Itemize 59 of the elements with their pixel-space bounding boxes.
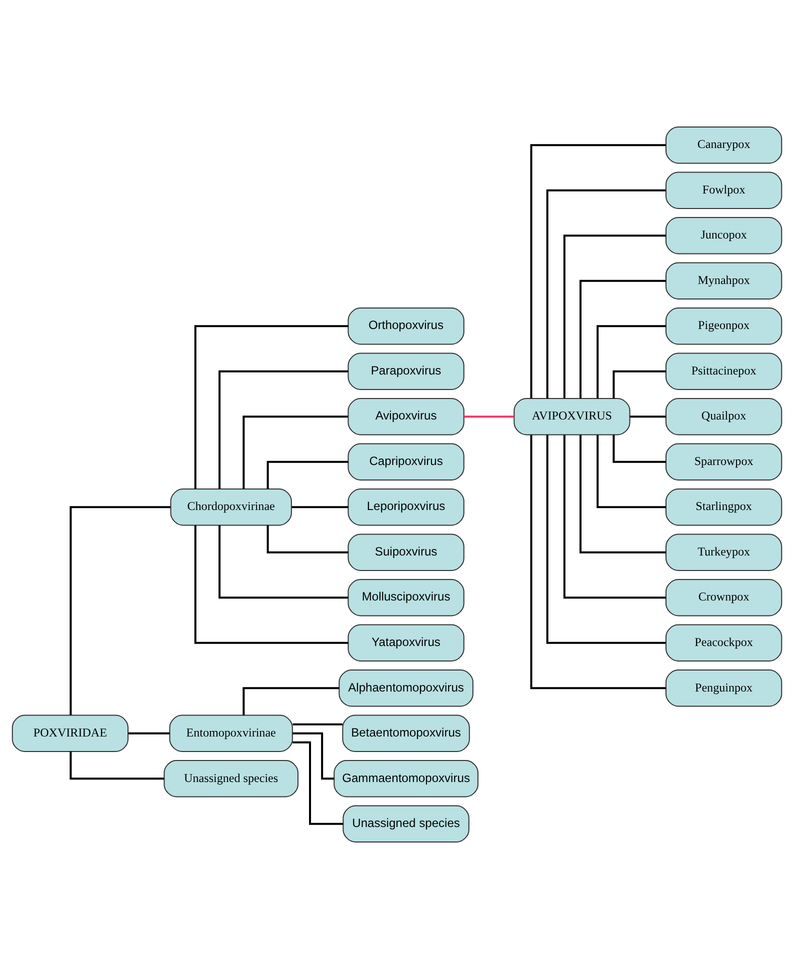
connector: [580, 280, 666, 398]
connector: [596, 434, 666, 508]
connector: [546, 189, 666, 398]
node-box: Peacockpox: [665, 624, 782, 662]
connector: [218, 370, 348, 489]
node-box: Turkeypox: [665, 534, 782, 571]
node-box: Juncopox: [665, 217, 782, 254]
connector: [630, 416, 666, 418]
node-box: Leporipoxvirus: [348, 488, 464, 526]
connector: [292, 506, 348, 508]
connector: [292, 741, 344, 825]
node-box: Starlingpox: [665, 488, 782, 526]
node-box: AVIPOXVIRUS: [514, 398, 630, 436]
connector: [292, 723, 343, 726]
connector: [464, 416, 514, 418]
connector: [612, 434, 666, 463]
connector: [546, 434, 666, 644]
connector: [194, 325, 348, 489]
connector: [292, 732, 334, 780]
connector: [266, 460, 348, 489]
node-box: Quailpox: [665, 398, 782, 436]
connector: [563, 434, 666, 599]
node-box: Molluscipoxvirus: [348, 579, 464, 616]
node-box: Crownpox: [665, 579, 782, 616]
node-box: Betaentomopoxvirus: [342, 714, 470, 752]
node-box: Parapoxvirus: [348, 352, 464, 390]
node-box: Penguinpox: [665, 670, 782, 707]
node-box: Suipoxvirus: [348, 534, 464, 571]
node-box: Chordopoxvirinae: [170, 488, 292, 526]
node-box: Pigeonpox: [665, 308, 782, 345]
node-box: POXVIRIDAE: [12, 714, 129, 752]
node-box: Yatapoxvirus: [348, 624, 464, 662]
connector: [530, 144, 666, 398]
node-box: Gammaentomopoxvirus: [334, 760, 478, 798]
node-box: Sparrowpox: [665, 443, 782, 480]
node-box: Entomopoxvirinae: [169, 714, 293, 752]
node-box: Orthopoxvirus: [348, 308, 464, 345]
node-box: Avipoxvirus: [348, 398, 464, 436]
node-box: Capripoxvirus: [348, 443, 464, 480]
connector: [194, 525, 348, 644]
node-box: Mynahpox: [665, 262, 782, 300]
node-box: Psittacinepox: [665, 352, 782, 390]
connector: [530, 434, 666, 690]
connector: [563, 234, 666, 398]
connector: [242, 687, 340, 716]
node-box: Alphaentomopoxvirus: [338, 670, 474, 707]
node-box: Canarypox: [665, 126, 782, 164]
node-box: Unassigned species: [342, 805, 470, 842]
connector: [218, 525, 348, 599]
connector: [580, 434, 666, 554]
connector: [242, 416, 348, 489]
connector: [70, 752, 164, 780]
connector: [266, 525, 348, 554]
connector: [70, 506, 170, 716]
connector: [128, 732, 170, 734]
node-box: Unassigned species: [164, 760, 298, 798]
connector: [612, 370, 666, 398]
connector: [596, 325, 666, 398]
node-box: Fowlpox: [665, 172, 782, 209]
